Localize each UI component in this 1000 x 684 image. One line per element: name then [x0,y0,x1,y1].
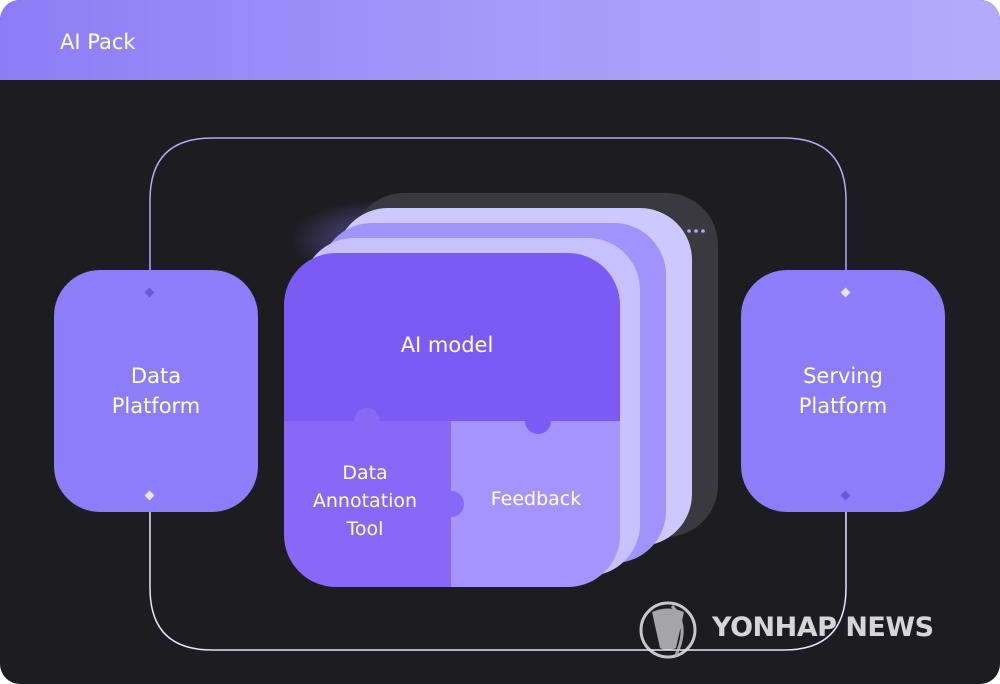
feedback-segment [451,421,620,587]
serving-platform-box [741,270,945,512]
annotation-line2: Annotation [312,490,418,512]
dot-3 [701,229,705,233]
ai-model-label: AI model [400,333,494,357]
header-bar: AI Pack [0,0,1000,80]
knob-middle [438,491,464,517]
watermark-text: YONHAP NEWS [712,612,934,643]
diamond-left-bottom [144,490,155,501]
knob-top-right [525,408,551,434]
diamond-right-top [840,287,851,298]
header-title: AI Pack [60,30,136,54]
diamond-left-top [144,287,155,298]
data-platform-box [54,270,258,512]
serving-platform-label: Serving Platform [741,361,945,421]
ai-model-segment [284,253,620,421]
data-platform-label: Data Platform [54,361,258,421]
annotation-segment [284,421,451,587]
bottom-connector [149,496,847,651]
annotation-line1: Data [342,462,388,484]
top-connector [149,137,847,293]
annotation-line3: Tool [346,518,384,540]
yonhap-logo-icon [639,601,697,659]
dot-1 [687,229,691,233]
annotation-tool-label: Data Annotation Tool [290,459,440,543]
dot-2 [694,229,698,233]
serving-platform-line2: Platform [798,394,888,418]
knob-top-left [354,408,380,434]
diamond-right-bottom [840,490,851,501]
data-platform-line1: Data [130,364,182,388]
serving-platform-line1: Serving [803,364,883,388]
data-platform-line2: Platform [111,394,201,418]
feedback-label: Feedback [490,488,582,510]
